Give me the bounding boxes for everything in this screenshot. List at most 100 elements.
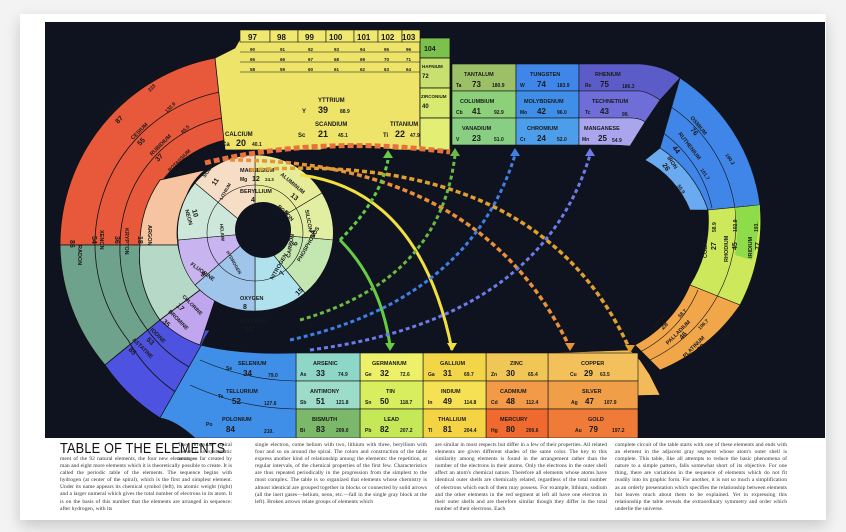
svg-text:HELIUM: HELIUM — [219, 224, 226, 242]
svg-text:OXYGEN: OXYGEN — [240, 296, 264, 302]
spiral-periodic-table: 97 98 99 100 101 102 103 104 90 91 92 93… — [45, 22, 825, 438]
svg-text:Zn: Zn — [491, 372, 497, 378]
svg-text:78: 78 — [696, 343, 707, 354]
element-yttrium: YTTRIUM Y 39 88.9 — [302, 98, 350, 115]
svg-text:RHENIUM: RHENIUM — [595, 72, 621, 78]
svg-text:24.3: 24.3 — [265, 177, 274, 182]
svg-text:54: 54 — [90, 236, 97, 244]
svg-text:SCANDIUM: SCANDIUM — [315, 122, 347, 128]
svg-text:102: 102 — [381, 33, 395, 42]
svg-text:19: 19 — [174, 167, 185, 178]
svg-text:SULPHUR: SULPHUR — [240, 319, 267, 325]
svg-text:TELLURIUM: TELLURIUM — [226, 389, 258, 395]
svg-text:207.2: 207.2 — [400, 428, 413, 434]
svg-text:210.: 210. — [264, 429, 274, 435]
svg-text:15: 15 — [294, 287, 305, 298]
svg-text:RADON: RADON — [76, 245, 82, 265]
svg-text:99: 99 — [305, 33, 314, 42]
svg-text:52.0: 52.0 — [557, 137, 567, 143]
svg-text:CHROMIUM: CHROMIUM — [527, 126, 558, 132]
copper-group-block: COPPER Cu 29 63.5 SILVER Ag 47 107.9 GOL… — [547, 349, 661, 438]
svg-text:In: In — [428, 400, 432, 406]
element-scandium: SCANDIUM Sc 21 45.1 — [298, 122, 348, 139]
svg-text:Cu: Cu — [570, 372, 577, 378]
svg-text:183.9: 183.9 — [557, 83, 570, 89]
svg-text:Cb: Cb — [456, 110, 463, 116]
svg-text:Te: Te — [218, 394, 224, 400]
svg-text:96: 96 — [406, 47, 412, 52]
svg-text:39: 39 — [318, 105, 328, 115]
svg-text:112.4: 112.4 — [526, 400, 538, 406]
group5-block: TANTALUM Ta 73 180.9 COLUMBIUM Cb 41 92.… — [451, 63, 517, 146]
caption-column-3: are similar in most respects but differ … — [435, 442, 607, 512]
svg-text:CARBON: CARBON — [286, 234, 296, 259]
caption-column-4: complete circuit of the table starts wit… — [615, 442, 787, 512]
svg-text:11: 11 — [211, 177, 221, 187]
svg-text:YTTRIUM: YTTRIUM — [318, 98, 345, 104]
svg-text:Mg: Mg — [240, 177, 247, 183]
svg-text:91: 91 — [280, 47, 286, 52]
svg-text:121.8: 121.8 — [336, 400, 349, 406]
svg-text:24: 24 — [537, 134, 546, 143]
svg-text:22: 22 — [395, 129, 405, 139]
rare-earth-rows: 90 91 92 93 94 95 96 65 66 67 68 69 70 7… — [240, 47, 420, 73]
svg-text:62: 62 — [360, 67, 366, 72]
svg-text:5: 5 — [282, 209, 290, 217]
svg-text:200.6: 200.6 — [526, 428, 539, 434]
svg-text:Y: Y — [302, 109, 306, 115]
svg-text:45: 45 — [732, 242, 739, 250]
svg-text:127.6: 127.6 — [264, 401, 277, 407]
svg-text:33: 33 — [316, 369, 325, 378]
svg-text:Cd: Cd — [491, 400, 498, 406]
svg-text:65.4: 65.4 — [528, 372, 538, 378]
svg-text:14: 14 — [310, 230, 317, 238]
svg-text:Sb: Sb — [300, 400, 306, 406]
caption-column-2: single electron, come helium with two, l… — [255, 442, 427, 505]
svg-text:97: 97 — [248, 33, 257, 42]
svg-text:86: 86 — [68, 240, 75, 248]
svg-text:85: 85 — [127, 346, 138, 357]
svg-text:ARGON: ARGON — [146, 225, 152, 246]
svg-text:53: 53 — [145, 336, 156, 347]
svg-text:58.7: 58.7 — [677, 308, 688, 319]
svg-text:93: 93 — [334, 47, 340, 52]
svg-text:92.9: 92.9 — [494, 110, 504, 116]
svg-text:9: 9 — [199, 271, 206, 279]
svg-text:35: 35 — [161, 318, 172, 329]
element-titanium: TITANIUM Ti 22 47.9 — [383, 122, 420, 139]
svg-text:36: 36 — [113, 236, 120, 244]
svg-text:HAFNIUM: HAFNIUM — [422, 64, 443, 69]
svg-text:99.: 99. — [622, 112, 630, 118]
svg-text:70: 70 — [384, 57, 390, 62]
boron-group-block: GALLIUM Ga 31 69.7 INDIUM In 49 114.8 TH… — [422, 352, 487, 438]
svg-text:TANTALUM: TANTALUM — [464, 72, 494, 78]
svg-text:67: 67 — [308, 57, 314, 62]
svg-text:Mo: Mo — [520, 110, 527, 116]
svg-text:68: 68 — [334, 57, 340, 62]
svg-text:Mn: Mn — [582, 137, 589, 143]
caption-intro: The irregular spiral above is a systemat… — [178, 442, 232, 463]
svg-text:Ti: Ti — [383, 133, 389, 139]
svg-text:90: 90 — [250, 47, 256, 52]
svg-text:IRIDIUM: IRIDIUM — [748, 237, 754, 259]
svg-text:Ta: Ta — [456, 83, 462, 89]
svg-text:BERYLLIUM: BERYLLIUM — [240, 189, 272, 195]
svg-text:As: As — [300, 372, 307, 378]
svg-text:42: 42 — [537, 107, 546, 116]
svg-text:Sn: Sn — [365, 400, 371, 406]
svg-text:40: 40 — [422, 104, 429, 110]
svg-text:43: 43 — [600, 107, 609, 116]
svg-text:74.9: 74.9 — [338, 372, 348, 378]
right-arc: OSMIUM 76 190.2 RUTHENIUM 44 101.7 IRON … — [634, 77, 762, 371]
svg-text:BISMUTH: BISMUTH — [312, 417, 337, 423]
svg-text:197.2: 197.2 — [612, 428, 625, 434]
svg-text:29: 29 — [584, 369, 593, 378]
svg-text:18: 18 — [136, 236, 143, 244]
svg-text:60: 60 — [308, 67, 314, 72]
group6-block: TUNGSTEN W 74 183.9 MOLYBDENUM Mo 42 96.… — [515, 63, 580, 146]
carbon-group-block: GERMANIUM Ge 32 72.6 TIN Sn 50 118.7 LEA… — [359, 352, 424, 438]
svg-text:KRYPTON: KRYPTON — [123, 228, 129, 255]
svg-text:27: 27 — [711, 242, 718, 250]
svg-text:CADMIUM: CADMIUM — [500, 389, 527, 395]
spiral-dashed-track — [204, 143, 451, 166]
